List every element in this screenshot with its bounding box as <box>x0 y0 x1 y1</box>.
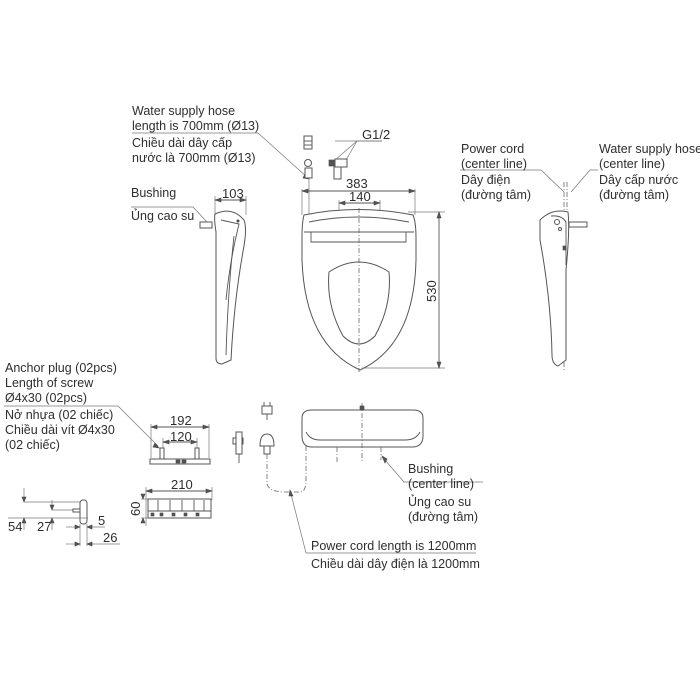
rear-bushing-label-en-1: Bushing <box>408 462 454 476</box>
left-side-view <box>131 196 247 365</box>
dim-height-54: 54 <box>8 519 23 534</box>
rear-bushing-label-vi-1: Ủng cao su <box>408 495 472 509</box>
thread-size-label: G1/2 <box>362 127 391 142</box>
anchor-label-en-1: Anchor plug (02pcs) <box>5 361 117 375</box>
anchor-label-en-3: Ø4x30 (02pcs) <box>5 391 87 405</box>
power-cord-length-vi: Chiều dài dây điện là 1200mm <box>311 557 480 571</box>
water-hose-label-en-2: length is 700mm (Ø13) <box>132 119 260 133</box>
water-hose-label-vi-1: Chiều dài dây cấp <box>132 136 233 150</box>
rear-view <box>288 403 483 554</box>
water-hose-center-label-en-2: (center line) <box>599 157 665 171</box>
bushing-label-en: Bushing <box>131 186 177 200</box>
dim-plate-192: 192 <box>170 413 192 428</box>
rear-bushing-label-vi-2: (đường tâm) <box>408 510 479 524</box>
water-hose-label-en-1: Water supply hose <box>132 104 236 118</box>
top-view-seat <box>132 132 445 372</box>
dim-width-383: 383 <box>346 176 368 191</box>
anchor-label-vi-1: Nở nhựa (02 chiếc) <box>5 408 114 422</box>
holder-side-view <box>8 488 120 547</box>
anchor-plate-view <box>4 405 211 465</box>
power-cord-label-vi-2: (đường tâm) <box>461 188 532 202</box>
water-hose-center-label-en-1: Water supply hose <box>599 142 700 156</box>
water-hose-label-vi-2: nước là 700mm (Ø13) <box>132 151 256 165</box>
water-hose-center-label-vi-1: Dây cấp nước <box>599 173 679 187</box>
dim-thickness-5: 5 <box>98 513 106 528</box>
power-cord-label-vi-1: Dây điện <box>461 173 511 187</box>
dim-remote-210: 210 <box>171 477 193 492</box>
dim-depth-26: 26 <box>103 530 118 545</box>
power-cord-label-en-1: Power cord <box>461 142 525 156</box>
dim-height-27: 27 <box>37 519 52 534</box>
anchor-label-en-2: Length of screw <box>5 376 94 390</box>
water-hose-center-label-vi-2: (đường tâm) <box>599 188 670 202</box>
dim-remote-60: 60 <box>128 501 143 516</box>
dim-width-140: 140 <box>349 189 371 204</box>
anchor-label-vi-3: (02 chiếc) <box>5 438 60 452</box>
anchor-label-vi-2: Chiều dài vít Ø4x30 <box>5 423 115 437</box>
dim-length-530: 530 <box>424 280 439 302</box>
power-cord-label-en-2: (center line) <box>461 157 527 171</box>
rear-bushing-label-en-2: (center line) <box>408 477 474 491</box>
dim-depth-103: 103 <box>222 186 244 201</box>
power-cord-length-en: Power cord length is 1200mm <box>311 539 477 553</box>
remote-control-view <box>140 487 213 526</box>
dim-holes-120: 120 <box>170 429 192 444</box>
power-plug-parts <box>232 402 307 493</box>
right-side-view <box>460 169 598 370</box>
bushing-label-vi: Ủng cao su <box>131 209 195 223</box>
